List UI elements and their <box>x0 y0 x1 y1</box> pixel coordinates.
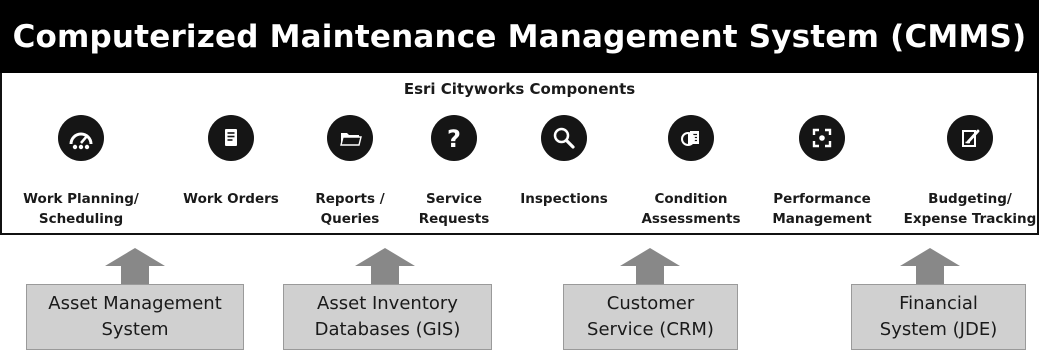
component-label: Work Planning/ Scheduling <box>23 191 139 227</box>
component-label: Reports / Queries <box>315 191 385 227</box>
component-condition-assessments: Condition Assessments <box>621 115 761 229</box>
component-label: Work Orders <box>183 191 279 207</box>
document-icon <box>208 115 254 161</box>
component-label: Inspections <box>520 191 608 207</box>
source-asset-inventory-gis: Asset Inventory Databases (GIS) <box>283 284 492 350</box>
component-inspections: Inspections <box>494 115 634 209</box>
source-customer-service-crm: Customer Service (CRM) <box>563 284 738 350</box>
component-work-orders: Work Orders <box>161 115 301 209</box>
component-budgeting-expense: Budgeting/ Expense Tracking <box>900 115 1039 229</box>
component-performance-management: Performance Management <box>752 115 892 229</box>
component-label: Budgeting/ Expense Tracking <box>903 191 1037 227</box>
up-arrow-icon <box>105 248 165 284</box>
gauge-icon <box>58 115 104 161</box>
question-icon: ? <box>431 115 477 161</box>
components-panel: Esri Cityworks Components Work Planning/… <box>0 73 1039 235</box>
svg-text:?: ? <box>447 125 461 153</box>
component-work-planning: Work Planning/ Scheduling <box>11 115 151 229</box>
component-label: Performance Management <box>772 191 872 227</box>
component-label: Condition Assessments <box>641 191 741 227</box>
edit-document-icon <box>947 115 993 161</box>
component-label: Service Requests <box>418 191 490 227</box>
folder-icon <box>327 115 373 161</box>
page-title: Computerized Maintenance Management Syst… <box>0 0 1039 73</box>
magnifier-icon <box>541 115 587 161</box>
assessment-icon <box>668 115 714 161</box>
up-arrow-icon <box>620 248 680 284</box>
components-subtitle: Esri Cityworks Components <box>403 80 636 98</box>
up-arrow-icon <box>900 248 960 284</box>
source-financial-system-jde: Financial System (JDE) <box>851 284 1026 350</box>
source-asset-management: Asset Management System <box>26 284 244 350</box>
component-service-requests: ? Service Requests <box>384 115 524 229</box>
component-reports-queries: Reports / Queries <box>280 115 420 229</box>
target-icon <box>799 115 845 161</box>
up-arrow-icon <box>355 248 415 284</box>
